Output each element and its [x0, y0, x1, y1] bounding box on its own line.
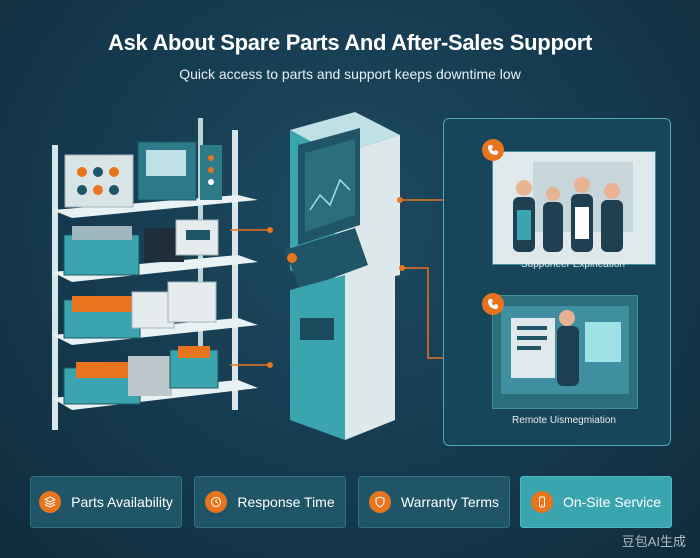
warranty-terms-label: Warranty Terms — [400, 494, 499, 510]
parts-availability-label: Parts Availability — [71, 494, 173, 510]
parts-shelf-icon — [52, 118, 258, 430]
remote-diagnostics-illustration — [493, 296, 637, 408]
on-site-service-button[interactable]: On-Site Service — [520, 476, 672, 528]
response-time-label: Response Time — [237, 494, 335, 510]
page-title: Ask About Spare Parts And After-Sales Su… — [107, 30, 593, 55]
phone-icon — [482, 139, 504, 161]
mobile-icon — [530, 491, 553, 513]
shield-icon — [368, 491, 391, 513]
phone-icon — [482, 293, 504, 315]
support-panel: Supporieer Expineation Remote Uismegmiat… — [443, 118, 671, 446]
layers-icon — [39, 491, 62, 513]
clock-icon — [205, 491, 228, 513]
watermark: 豆包AI生成 — [621, 534, 686, 549]
response-time-button[interactable]: Response Time — [194, 476, 346, 528]
support-card[interactable] — [492, 295, 638, 409]
parts-availability-button[interactable]: Parts Availability — [30, 476, 182, 528]
support-card-caption: Remote Uismegmiation — [512, 415, 616, 426]
page-subtitle: Quick access to parts and support keeps … — [179, 66, 521, 82]
warranty-terms-button[interactable]: Warranty Terms — [358, 476, 510, 528]
support-card[interactable] — [492, 151, 656, 265]
kiosk-icon — [285, 112, 400, 440]
team-meeting-illustration — [493, 152, 655, 264]
support-card-caption: Supporieer Expineation — [521, 259, 625, 270]
on-site-service-label: On-Site Service — [562, 494, 662, 510]
